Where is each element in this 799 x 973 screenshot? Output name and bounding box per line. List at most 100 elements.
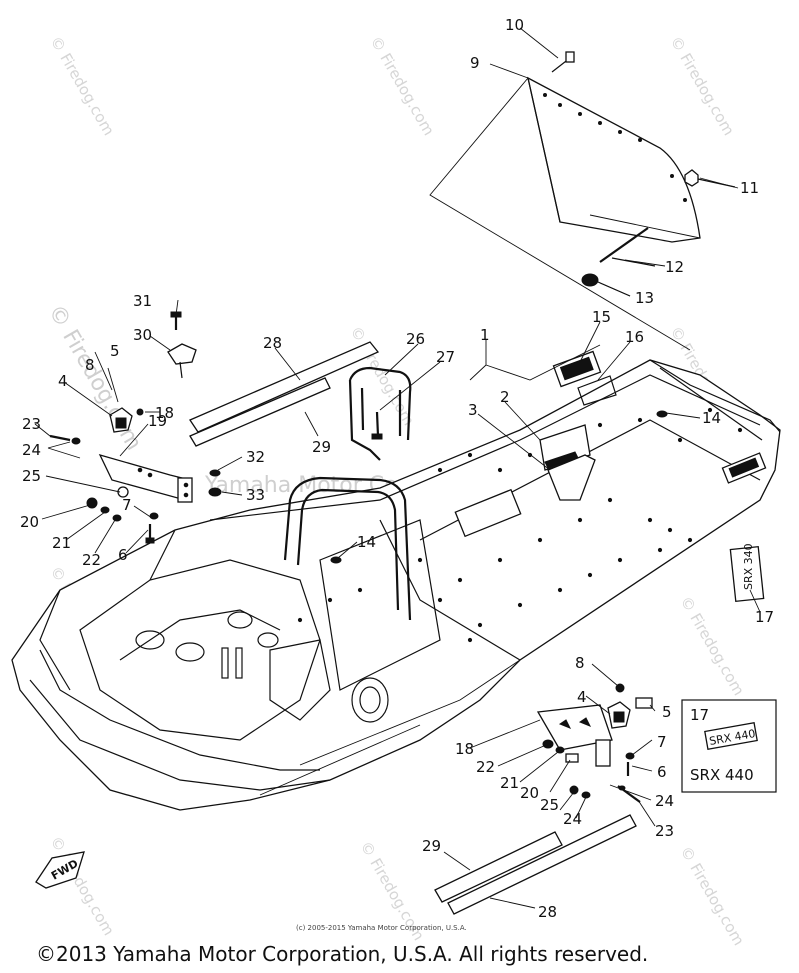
nut-part-14-right (656, 410, 668, 418)
nut-part-11 (684, 169, 736, 188)
model-plate-text: SRX 340 (742, 543, 755, 590)
callout-label: 7 (122, 496, 132, 514)
frame-hole-dots (297, 407, 743, 643)
callout-label: 24 (22, 441, 41, 459)
callout-label: 8 (575, 654, 585, 672)
callout-label: 24 (655, 792, 674, 810)
callout-label: 21 (500, 774, 519, 792)
watermark-text: © Firedog.com (677, 593, 748, 699)
callout-label: 29 (312, 438, 331, 456)
knob-part-right (607, 683, 631, 729)
plate-part-16 (577, 375, 617, 406)
watermark-text: © Firedog.com (47, 33, 118, 139)
runner-part-28-bottom (447, 814, 637, 915)
watermark-text: © Firedog.com (667, 33, 738, 139)
callout-label: 29 (422, 837, 441, 855)
callout-label: 25 (22, 467, 41, 485)
callout-label: 16 (625, 328, 644, 346)
callout-label: 6 (118, 546, 128, 564)
fwd-arrow: FWD (35, 851, 85, 889)
callout-label: 7 (657, 733, 667, 751)
callout-label: 5 (662, 703, 672, 721)
bracket-part-18 (536, 704, 613, 767)
callout-label: 27 (436, 348, 455, 366)
nut-part-25-right (569, 785, 579, 795)
screw-part-6-left (145, 524, 155, 544)
callout-label: 23 (655, 822, 674, 840)
callout-label: 17 (755, 608, 774, 626)
nut-part-14-left (330, 556, 342, 564)
callout-label: 24 (563, 810, 582, 828)
callout-label: 28 (263, 334, 282, 352)
callout-label: 31 (133, 292, 152, 310)
nut-part-33 (208, 487, 222, 497)
callout-label: 23 (22, 415, 41, 433)
washer-part-22-right (542, 739, 554, 749)
callout-label: 1 (480, 326, 490, 344)
callout-label: 4 (577, 688, 587, 706)
model-plate-srx340: SRX 340 (729, 543, 765, 603)
callout-label: 13 (635, 289, 654, 307)
callout-label: 18 (455, 740, 474, 758)
runner-part-29-bottom (434, 831, 563, 903)
callout-label: 2 (500, 388, 510, 406)
runner-part-29-top (189, 377, 331, 447)
callout-label: 18 (155, 404, 174, 422)
callout-label: 17 (690, 706, 709, 724)
washer-part-21-left (100, 506, 110, 514)
washer-part-32 (209, 469, 221, 477)
callout-label: 22 (82, 551, 101, 569)
callout-label: 5 (110, 342, 120, 360)
callout-label: 25 (540, 796, 559, 814)
callout-label: 12 (665, 258, 684, 276)
washer-part-21-right (555, 746, 565, 754)
callout-label: 21 (52, 534, 71, 552)
callout-numbers: 10 9 11 12 13 1 2 3 15 16 14 17 17 28 29… (20, 16, 774, 921)
callout-label: 14 (357, 533, 376, 551)
reflector-part-15 (552, 350, 602, 388)
washer-part-7-left (149, 512, 159, 520)
callout-label: 6 (657, 763, 667, 781)
watermark-text: © Firedog.com (367, 33, 438, 139)
callout-label: 30 (133, 326, 152, 344)
callout-label: 20 (20, 513, 39, 531)
callout-label: 32 (246, 448, 265, 466)
pad-part-3 (547, 454, 596, 501)
knob-part-left (109, 407, 144, 433)
callout-label: 15 (592, 308, 611, 326)
callout-label: 14 (702, 409, 721, 427)
bolt-part-20-right (565, 753, 579, 763)
callout-label: 3 (468, 401, 478, 419)
bolt-part-23-right (617, 785, 641, 803)
clip-part-30 (167, 343, 197, 379)
callout-label: 26 (406, 330, 425, 348)
callout-label: 9 (470, 54, 480, 72)
leader-lines (34, 27, 761, 909)
callout-label: 19 (148, 412, 167, 430)
callout-label: 11 (740, 179, 759, 197)
screw-part-10 (551, 51, 575, 73)
bolt-part-20-left (86, 497, 98, 509)
bolt-part-27 (371, 411, 383, 440)
callout-label: 22 (476, 758, 495, 776)
callout-label: 10 (505, 16, 524, 34)
copyright-small: (c) 2005-2015 Yamaha Motor Corporation, … (296, 924, 467, 932)
callout-label: 8 (85, 356, 95, 374)
bolt-part-23-left (49, 434, 71, 442)
callout-label: 28 (538, 903, 557, 921)
inset-caption: SRX 440 (690, 766, 754, 784)
callout-label: 20 (520, 784, 539, 802)
washer-part-24-left (71, 437, 81, 445)
inset-box-srx440: SRX 440 SRX 440 (681, 699, 777, 793)
callout-label: 33 (246, 486, 265, 504)
grab-bar (283, 476, 412, 621)
windshield (429, 76, 701, 351)
washer-part-22-left (112, 514, 122, 522)
copyright-main: ©2013 Yamaha Motor Corporation, U.S.A. A… (36, 942, 648, 966)
runner-part-28-top (189, 341, 380, 433)
bushing-part-5-right (635, 697, 653, 709)
callout-label: 4 (58, 372, 68, 390)
bracket-part-19 (98, 453, 193, 503)
watermark-text: © Firedog.com (677, 843, 748, 949)
